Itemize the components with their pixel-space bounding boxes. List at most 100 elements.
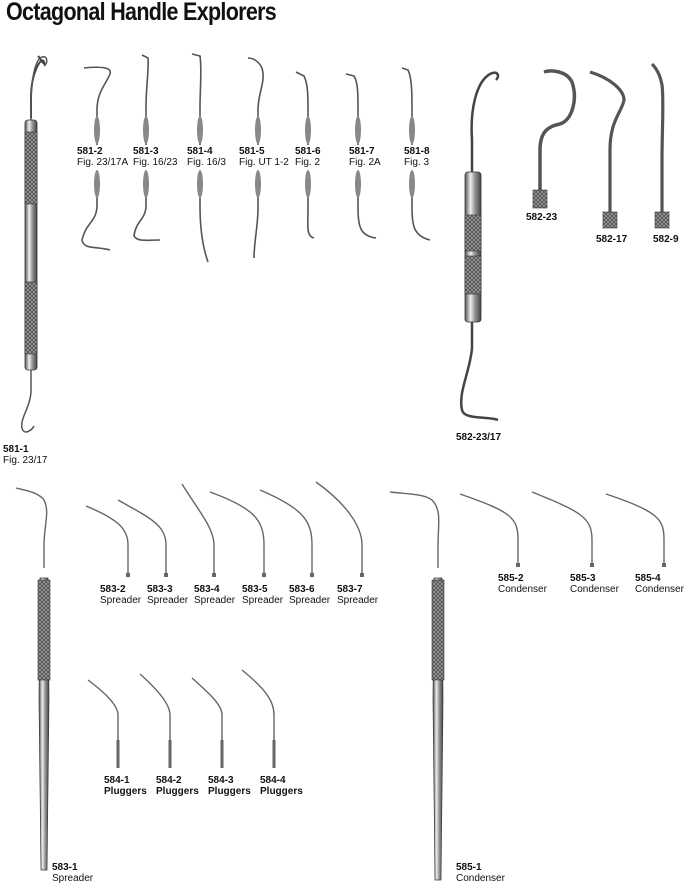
label-582-9: 582-9: [653, 234, 679, 245]
sub-585-1: Condenser: [456, 873, 505, 884]
code-582-17: 582-17: [596, 234, 628, 245]
label-583-2: 583-2 Spreader: [100, 584, 141, 606]
label-581-3: 581-3 Fig. 16/23: [133, 146, 177, 168]
label-581-5: 581-5 Fig. UT 1-2: [239, 146, 289, 168]
label-582-17: 582-17: [596, 234, 627, 245]
code-583-6: 583-6: [289, 584, 315, 595]
sub-581-1: Fig. 23/17: [3, 455, 48, 466]
label-585-1: 585-1 Condenser: [456, 862, 505, 884]
sub-581-8: Fig. 3: [404, 157, 430, 168]
code-581-6: 581-6: [295, 146, 321, 157]
label-584-3: 584-3 Pluggers: [208, 775, 251, 797]
sub-585-4: Condenser: [635, 584, 684, 595]
instrument-583-7: [315, 481, 364, 577]
sub-585-3: Condenser: [570, 584, 619, 595]
code-581-8: 581-8: [404, 146, 430, 157]
label-584-2: 584-2 Pluggers: [156, 775, 199, 797]
label-581-7: 581-7 Fig. 2A: [349, 146, 381, 168]
sub-581-2: Fig. 23/17A: [77, 157, 129, 168]
code-582-9: 582-9: [653, 234, 679, 245]
instrument-584-4: [241, 669, 276, 768]
sub-581-5: Fig. UT 1-2: [239, 157, 289, 168]
label-581-4: 581-4 Fig. 16/3: [187, 146, 226, 168]
label-585-3: 585-3 Condenser: [570, 573, 619, 595]
code-583-3: 583-3: [147, 584, 173, 595]
label-581-2: 581-2 Fig. 23/17A: [77, 146, 128, 168]
instrument-582-9: [650, 62, 670, 229]
instrument-581-6: [295, 71, 315, 239]
label-585-2: 585-2 Condenser: [498, 573, 547, 595]
instrument-585-3: [531, 491, 594, 567]
code-584-1: 584-1: [104, 775, 130, 786]
instrument-585-4: [605, 493, 666, 567]
code-581-5: 581-5: [239, 146, 265, 157]
sub-583-1: Spreader: [52, 873, 94, 884]
instrument-581-1: [21, 55, 48, 433]
label-581-8: 581-8 Fig. 3: [404, 146, 430, 168]
instrument-581-7: [345, 73, 377, 239]
instrument-583-2: [85, 505, 130, 577]
code-585-4: 585-4: [635, 573, 661, 584]
sub-584-1: Pluggers: [104, 786, 147, 797]
sub-583-6: Spreader: [289, 595, 331, 606]
label-585-4: 585-4 Condenser: [635, 573, 684, 595]
code-585-1: 585-1: [456, 862, 482, 873]
code-581-3: 581-3: [133, 146, 159, 157]
page-title: Octagonal Handle Explorers: [6, 0, 277, 26]
instrument-581-3: [133, 54, 161, 242]
label-583-3: 583-3 Spreader: [147, 584, 188, 606]
sub-584-2: Pluggers: [156, 786, 199, 797]
instrument-584-1: [87, 679, 120, 768]
sub-581-6: Fig. 2: [295, 157, 321, 168]
instrument-584-3: [191, 677, 224, 768]
label-583-6: 583-6 Spreader: [289, 584, 330, 606]
code-582-23: 582-23: [526, 212, 558, 223]
code-581-2: 581-2: [77, 146, 103, 157]
handle-centres: [94, 116, 415, 198]
label-583-7: 583-7 Spreader: [337, 584, 378, 606]
code-581-7: 581-7: [349, 146, 375, 157]
sub-583-3: Spreader: [147, 595, 189, 606]
label-583-4: 583-4 Spreader: [194, 584, 235, 606]
label-583-5: 583-5 Spreader: [242, 584, 283, 606]
instrument-582-23: [532, 69, 577, 209]
code-583-4: 583-4: [194, 584, 220, 595]
code-583-7: 583-7: [337, 584, 363, 595]
code-583-1: 583-1: [52, 862, 78, 873]
code-581-4: 581-4: [187, 146, 213, 157]
sub-583-5: Spreader: [242, 595, 284, 606]
instrument-583-1: [15, 487, 51, 871]
instrument-581-5: [247, 57, 264, 259]
instrument-582-17: [589, 70, 626, 229]
label-581-6: 581-6 Fig. 2: [295, 146, 321, 168]
label-583-1: 583-1 Spreader: [52, 862, 93, 884]
instrument-582-23-17: [459, 71, 500, 422]
code-583-2: 583-2: [100, 584, 126, 595]
code-583-5: 583-5: [242, 584, 268, 595]
label-582-23-17: 582-23/17: [456, 432, 501, 443]
sub-581-3: Fig. 16/23: [133, 157, 178, 168]
sub-581-7: Fig. 2A: [349, 157, 381, 168]
code-585-3: 585-3: [570, 573, 596, 584]
code-585-2: 585-2: [498, 573, 524, 584]
code-584-4: 584-4: [260, 775, 286, 786]
sub-583-4: Spreader: [194, 595, 236, 606]
code-581-1: 581-1: [3, 444, 29, 455]
label-584-1: 584-1 Pluggers: [104, 775, 147, 797]
code-584-3: 584-3: [208, 775, 234, 786]
label-584-4: 584-4 Pluggers: [260, 775, 303, 797]
instrument-583-5: [209, 491, 266, 577]
sub-585-2: Condenser: [498, 584, 547, 595]
code-582-23-17: 582-23/17: [456, 432, 502, 443]
instrument-581-8: [401, 67, 431, 241]
label-581-1: 581-1 Fig. 23/17: [3, 444, 47, 466]
instrument-583-6: [259, 489, 314, 577]
sub-581-4: Fig. 16/3: [187, 157, 226, 168]
instrument-581-2: [81, 66, 112, 251]
instrument-583-3: [117, 499, 168, 577]
instrument-585-2: [459, 493, 520, 567]
sub-583-7: Spreader: [337, 595, 379, 606]
instrument-581-4: [191, 53, 209, 263]
